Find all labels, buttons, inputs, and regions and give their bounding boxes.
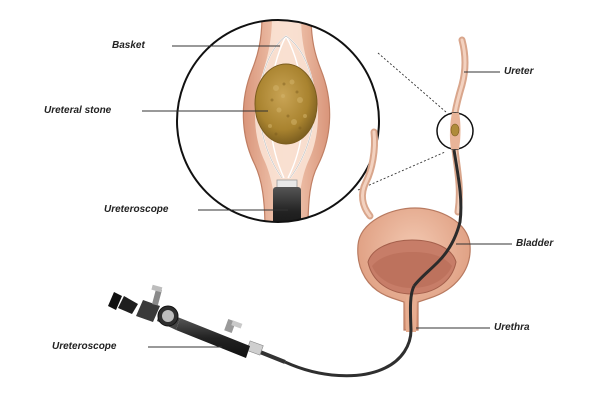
label-ureteroscope-inset: Ureteroscope: [104, 204, 169, 215]
inset-border: [176, 19, 380, 223]
magnified-inset: [176, 19, 380, 223]
ureteroscope-device: [108, 284, 286, 364]
label-ureter: Ureter: [504, 66, 534, 77]
label-ureteroscope-main: Ureteroscope: [52, 341, 117, 352]
main-anatomy: [108, 36, 474, 378]
label-ureteral-stone: Ureteral stone: [44, 105, 112, 116]
label-bladder: Bladder: [516, 238, 554, 249]
ureteral-stone: [254, 63, 318, 145]
ureteroscope-shaft-upper: [412, 149, 463, 287]
label-urethra: Urethra: [494, 322, 530, 333]
label-basket: Basket: [112, 40, 145, 51]
leader-lines: [142, 45, 512, 348]
zoom-guide-lines: [357, 52, 447, 191]
ureteroscope-cable: [284, 329, 413, 378]
inset-ureteroscope-tip: [276, 179, 298, 189]
